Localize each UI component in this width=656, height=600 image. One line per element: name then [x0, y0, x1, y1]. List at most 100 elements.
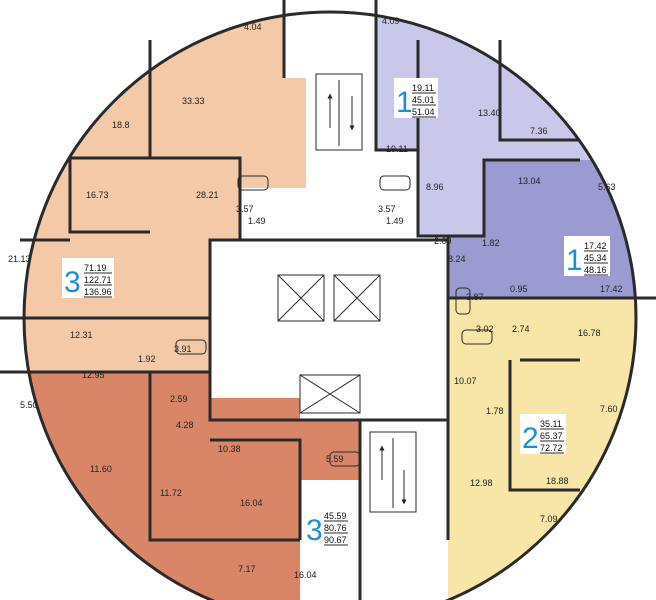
wall-segment [416, 40, 580, 238]
apartment-info-1-lower: 1 17.42 45.34 48.16 [564, 236, 610, 277]
living-area: 35.11 [540, 419, 562, 429]
total-area: 51.04 [412, 107, 435, 117]
room-area-label: 3.91 [174, 344, 192, 354]
room-area-label: 3.57 [236, 204, 254, 214]
wall-segment [498, 40, 580, 142]
room-area-label: 3.87 [466, 292, 484, 302]
stair-frame [369, 431, 417, 513]
room-area-label: 21.13 [8, 254, 31, 264]
elevator-cross [277, 274, 325, 322]
stairwell-bottom [369, 431, 417, 513]
elevator-cross [299, 374, 361, 414]
wall-segment [300, 418, 362, 600]
room-area-label: 2.59 [170, 394, 188, 404]
elevator-shaft [333, 274, 381, 322]
bathtub-icon [175, 339, 207, 355]
room-area-label: 3.57 [378, 204, 396, 214]
stair-frame [315, 73, 363, 151]
room-area-label: 16.04 [240, 498, 263, 508]
living-area: 17.42 [584, 241, 607, 251]
room-area-label: 4.28 [176, 420, 194, 430]
room-area-label: 16.73 [86, 190, 109, 200]
room-area-label: 28.21 [196, 190, 219, 200]
elevator-group [277, 274, 381, 414]
total-area: 48.16 [584, 265, 607, 275]
wall-segment [68, 156, 150, 234]
room-area-label: 1.49 [248, 216, 266, 226]
rooms-count: 3 [306, 514, 323, 547]
bathtub-icon [329, 451, 361, 467]
apartment-3-large-fill [24, 12, 306, 372]
room-area-label: 8.24 [448, 254, 466, 264]
room-area-label: 5.59 [326, 454, 344, 464]
total-area-no-balcony: 45.01 [412, 95, 435, 105]
room-area-label: 2.09 [434, 236, 452, 246]
room-area-label: 18.88 [546, 476, 569, 486]
room-area-label: 4.04 [244, 22, 262, 32]
bathtub-icon [237, 175, 269, 191]
rooms-count: 3 [64, 266, 81, 299]
room-area-label: 5.63 [598, 182, 616, 192]
room-area-label: 12.95 [82, 370, 105, 380]
wall-segment [446, 236, 656, 540]
room-area-label: 16.04 [294, 570, 317, 580]
wall-segment [508, 358, 580, 492]
room-area-label: 18.8 [112, 120, 130, 130]
wall-segment [0, 238, 210, 320]
room-area-label: 10.38 [218, 444, 241, 454]
total-area-no-balcony: 80.76 [324, 523, 347, 533]
room-area-label: 7.17 [238, 564, 256, 574]
room-area-label: 0.95 [510, 284, 528, 294]
total-area: 72.72 [540, 443, 563, 453]
room-area-label: 33.33 [182, 96, 205, 106]
elevator-cross [333, 274, 381, 322]
room-area-label: 2.74 [512, 324, 530, 334]
room-area-label: 1.82 [482, 238, 500, 248]
wall-segment [210, 438, 302, 540]
living-area: 19.11 [412, 83, 434, 93]
room-area-label: 19.11 [386, 144, 408, 154]
rooms-count: 2 [522, 422, 539, 455]
living-area: 45.59 [324, 511, 347, 521]
room-area-label: 7.60 [600, 404, 618, 414]
total-area-no-balcony: 122.71 [84, 275, 112, 285]
room-area-label: 4.09 [382, 16, 400, 26]
room-area-label: 7.36 [530, 126, 548, 136]
apartment-info-3: 3 45.59 80.76 90.67 [304, 506, 350, 547]
room-area-label: 12.31 [70, 330, 93, 340]
room-area-label: 11.60 [90, 464, 112, 474]
room-area-label: 1.92 [138, 354, 156, 364]
total-area-no-balcony: 45.34 [584, 253, 607, 263]
room-area-label: 8.96 [426, 182, 444, 192]
total-area: 136.96 [84, 287, 112, 297]
elevator-shaft [299, 374, 361, 414]
bathtub-icon [455, 287, 471, 315]
apartment-3-fill [24, 372, 360, 600]
wall-segment [282, 0, 418, 152]
room-area-label: 12.98 [470, 478, 493, 488]
room-area-label: 16.78 [578, 328, 601, 338]
stairwell-top [315, 73, 363, 151]
bathtub-icon [461, 329, 493, 345]
wall-segment [148, 40, 242, 240]
bathtub-icon [379, 175, 411, 191]
total-area-no-balcony: 65.37 [540, 431, 563, 441]
room-area-label: 10.07 [454, 376, 477, 386]
rooms-count: 1 [566, 244, 583, 277]
room-area-label: 11.72 [160, 488, 182, 498]
room-area-label: 7.09 [540, 514, 558, 524]
living-area: 71.19 [84, 263, 107, 273]
room-labels: 4.04 33.33 18.8 16.73 28.21 3.57 1.49 21.13 12.3… [8, 16, 623, 580]
room-area-label: 5.50 [20, 400, 38, 410]
room-area-label: 3.02 [476, 324, 494, 334]
bathroom-fixtures [175, 175, 493, 467]
rooms-count: 1 [396, 86, 413, 119]
elevator-shaft [277, 274, 325, 322]
apartment-info-2: 2 35.11 65.37 72.72 [520, 414, 566, 455]
apartment-info-3-large: 3 71.19 122.71 136.96 [62, 258, 114, 299]
room-area-label: 1.49 [386, 216, 404, 226]
room-area-label: 13.40 [478, 108, 501, 118]
room-area-label: 13.04 [518, 176, 541, 186]
